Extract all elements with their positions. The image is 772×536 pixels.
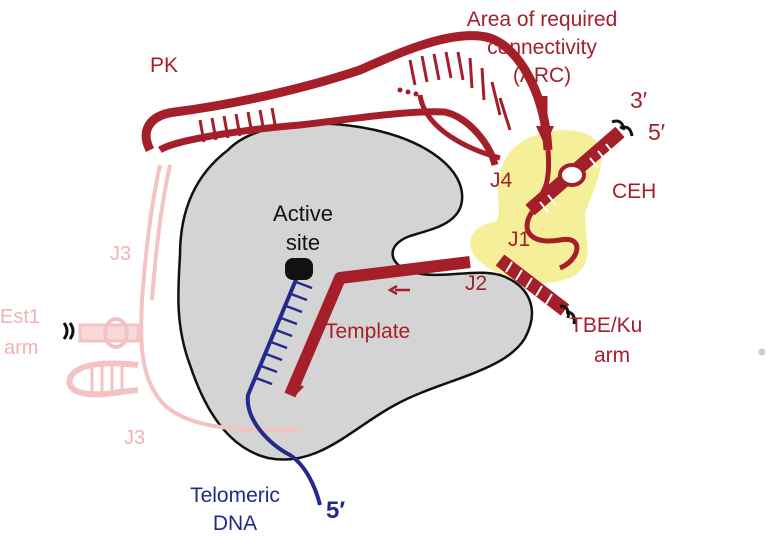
arc-label-line3: (ARC) <box>513 64 571 87</box>
active-site-marker <box>285 258 313 280</box>
est1-label-line2: arm <box>4 337 38 359</box>
est1-arm <box>62 317 140 398</box>
tbe-ku-label-line2: arm <box>594 344 630 367</box>
arc-arrow <box>536 96 554 146</box>
j3-bottom-label: J3 <box>124 427 145 449</box>
j4-label: J4 <box>490 169 513 192</box>
protein-body <box>177 122 534 461</box>
est1-label-line1: Est1 <box>0 306 40 328</box>
five-prime-top-label: 5′ <box>648 119 665 145</box>
arc-label-line2: connectivity <box>487 36 597 59</box>
j3-region <box>139 164 301 433</box>
j1-label: J1 <box>508 228 530 251</box>
three-prime-label: 3′ <box>630 87 647 113</box>
telomeric-dna <box>245 269 322 506</box>
active-site-label-line1: Active <box>273 201 333 226</box>
ceh-arm <box>525 119 634 216</box>
j3-top-label: J3 <box>110 243 131 265</box>
tbe-ku-arm <box>495 254 576 325</box>
template-label: Template <box>325 320 410 343</box>
active-site-label-line2: site <box>286 230 320 255</box>
telomeric-label-line2: DNA <box>213 512 257 535</box>
telomeric-label-line1: Telomeric <box>190 484 280 507</box>
arc-label-line1: Area of required <box>467 8 618 31</box>
pk-stem <box>141 31 553 167</box>
ceh-label: CEH <box>612 180 656 203</box>
pk-label: PK <box>150 54 178 77</box>
j1-linker <box>524 210 580 271</box>
template-rna <box>284 256 471 398</box>
edge-dot <box>758 348 766 356</box>
j2-label: J2 <box>465 272 487 295</box>
five-prime-dna-label: 5′ <box>326 497 345 524</box>
tbe-ku-label-line1: TBE/Ku <box>570 314 642 337</box>
